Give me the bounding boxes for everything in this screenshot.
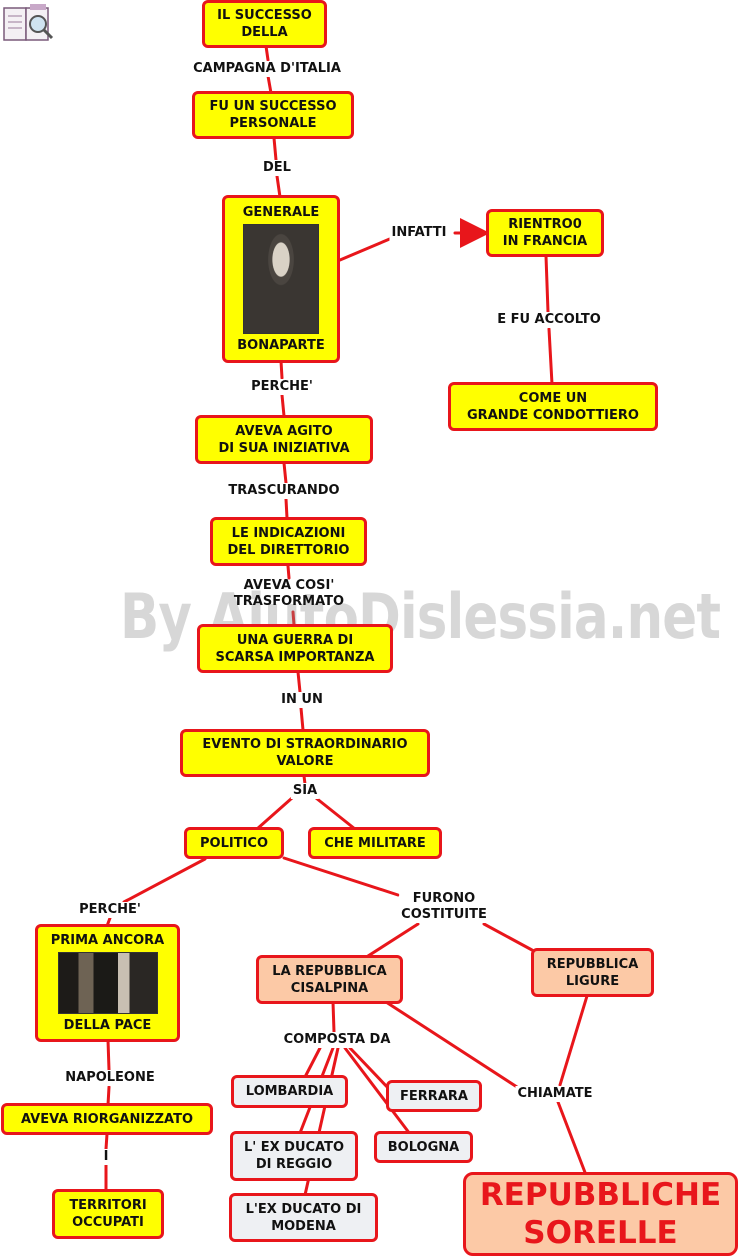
node-repubblica-ligure[interactable]: REPUBBLICA LIGURE	[531, 948, 654, 997]
link-ligure-chiamate	[558, 994, 589, 1087]
label-infatti: INFATTI	[389, 225, 449, 241]
link-guerra-inun	[296, 670, 302, 694]
node-evento[interactable]: EVENTO DI STRAORDINARIO VALORE	[180, 729, 430, 777]
link-generale-infatti	[338, 236, 394, 262]
link-evento-sia	[302, 774, 307, 786]
label-sia: SIA	[290, 783, 320, 799]
node-una-guerra[interactable]: UNA GUERRA DI SCARSA IMPORTANZA	[197, 624, 393, 673]
label-e-fu-accolto: E FU ACCOLTO	[495, 312, 603, 328]
link-composta-bologna	[343, 1046, 412, 1136]
label-trascurando: TRASCURANDO	[226, 483, 342, 499]
node-ex-ducato-modena[interactable]: L'EX DUCATO DI MODENA	[229, 1193, 378, 1242]
node-che-militare[interactable]: CHE MILITARE	[308, 827, 442, 859]
node-repubblica-cisalpina[interactable]: LA REPUBBLICA CISALPINA	[256, 955, 403, 1004]
link-furono-cisalpina	[366, 922, 420, 958]
link-indicazioni-trasformato	[286, 564, 291, 580]
link-successo-campagna	[264, 44, 270, 62]
book-magnifier-logo-icon	[3, 4, 54, 41]
label-campagna-d-italia: CAMPAGNA D'ITALIA	[191, 61, 343, 77]
label-in-un: IN UN	[279, 692, 325, 708]
node-come-un-grande-condottiero[interactable]: COME UN GRANDE CONDOTTIERO	[448, 382, 658, 431]
node-ex-ducato-reggio[interactable]: L' EX DUCATO DI REGGIO	[230, 1131, 358, 1181]
peace-scene-image-icon	[57, 952, 158, 1014]
node-rientro-in-francia[interactable]: RIENTRO0 IN FRANCIA	[486, 209, 604, 257]
node-fu-un-successo-personale[interactable]: FU UN SUCCESSO PERSONALE	[192, 91, 354, 139]
node-territori-occupati[interactable]: TERRITORI OCCUPATI	[52, 1189, 164, 1239]
link-trascurando-indicazioni	[284, 497, 289, 520]
node-lombardia[interactable]: LOMBARDIA	[231, 1075, 348, 1108]
label-aveva-cosi-trasformato: AVEVA COSI' TRASFORMATO	[233, 578, 345, 609]
link-perche1-agito	[280, 393, 286, 418]
link-chiamate-sorelle	[556, 1100, 588, 1177]
node-aveva-agito[interactable]: AVEVA AGITO DI SUA INIZIATIVA	[195, 415, 373, 464]
link-cisalpina-composta	[331, 1000, 336, 1034]
label-perche: PERCHE'	[249, 379, 315, 395]
link-inun-evento	[299, 706, 305, 732]
node-il-successo[interactable]: IL SUCCESSO DELLA	[202, 0, 327, 48]
link-personale-del	[272, 136, 278, 162]
link-pace-napoleone	[106, 1038, 111, 1072]
link-agito-trascurando	[282, 461, 288, 485]
link-rientro-accolto	[544, 254, 550, 314]
link-trasformato-guerra	[291, 610, 296, 627]
node-prima-ancora-della-pace[interactable]: PRIMA ANCORA DELLA PACE	[35, 924, 180, 1042]
link-cisalpina-chiamate	[384, 1000, 519, 1089]
node-bologna[interactable]: BOLOGNA	[374, 1131, 473, 1163]
node-aveva-riorganizzato[interactable]: AVEVA RIORGANIZZATO	[1, 1103, 213, 1135]
link-del-generale	[275, 174, 282, 199]
label-i: I	[101, 1149, 111, 1165]
link-campagna-personale	[266, 74, 273, 95]
bonaparte-label: BONAPARTE	[237, 338, 325, 353]
label-chiamate: CHIAMATE	[515, 1086, 595, 1102]
generale-label: GENERALE	[242, 205, 320, 220]
link-generale-perche1	[279, 359, 284, 380]
node-le-indicazioni[interactable]: LE INDICAZIONI DEL DIRETTORIO	[210, 517, 367, 566]
link-napoleone-riorganizzato	[106, 1085, 111, 1107]
node-repubbliche-sorelle[interactable]: REPUBBLICHE SORELLE	[463, 1172, 738, 1256]
portrait-image-icon	[243, 224, 319, 334]
label-napoleone: NAPOLEONE	[63, 1070, 157, 1086]
label-composta-da: COMPOSTA DA	[281, 1032, 393, 1048]
link-politico-furono	[282, 856, 400, 897]
node-ferrara[interactable]: FERRARA	[386, 1080, 482, 1112]
link-composta-lombardia	[303, 1046, 322, 1079]
node-politico[interactable]: POLITICO	[184, 827, 284, 859]
label-perche-2: PERCHE'	[77, 902, 143, 918]
link-riorganizzato-i	[104, 1132, 109, 1151]
label-del: DEL	[261, 160, 293, 176]
label-furono-costituite: FURONO COSTITUITE	[399, 891, 489, 923]
link-sia-politico	[255, 796, 294, 831]
prima-ancora-label: PRIMA ANCORA	[50, 933, 165, 948]
link-politico-perche2	[122, 857, 207, 904]
link-accolto-condottiero	[547, 327, 554, 386]
della-pace-label: DELLA PACE	[63, 1018, 152, 1033]
node-generale-bonaparte[interactable]: GENERALE BONAPARTE	[222, 195, 340, 363]
link-sia-militare	[314, 796, 357, 831]
link-composta-ferrara	[348, 1046, 392, 1092]
link-furono-ligure	[482, 922, 534, 952]
